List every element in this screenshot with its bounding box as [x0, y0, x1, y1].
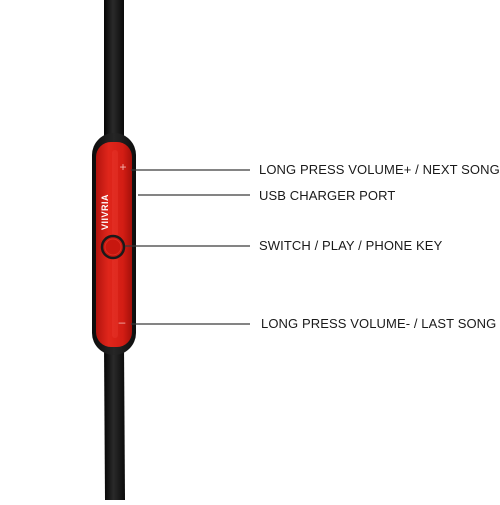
- cable-lower: [104, 345, 125, 500]
- callout-switch-key-label: SWITCH / PLAY / PHONE KEY: [259, 238, 443, 253]
- volume-down-mark[interactable]: –: [119, 315, 126, 329]
- cable-upper: [104, 0, 124, 140]
- callout-volume-up-label: LONG PRESS VOLUME+ / NEXT SONG: [259, 162, 500, 177]
- switch-play-button-inner: [104, 238, 122, 256]
- callout-usb-port-label: USB CHARGER PORT: [259, 188, 396, 203]
- brand-text: VIIVRIA: [100, 194, 110, 230]
- volume-up-mark[interactable]: +: [119, 160, 126, 174]
- callout-volume-down-label: LONG PRESS VOLUME- / LAST SONG: [261, 316, 497, 331]
